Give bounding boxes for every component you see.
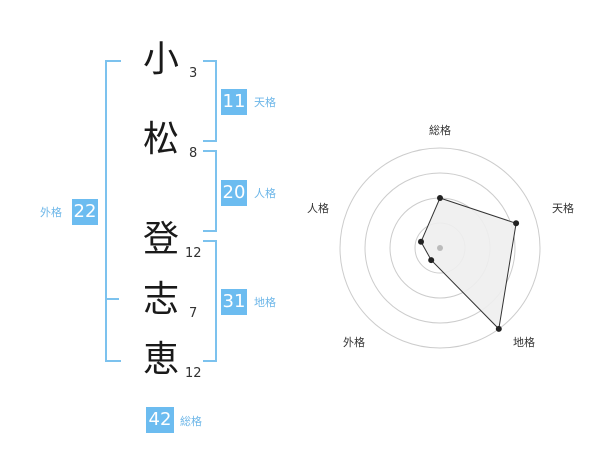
- radar-point-2: [513, 220, 520, 227]
- name-char-2: 松: [142, 119, 179, 160]
- radar-center-dot: [437, 245, 443, 251]
- soukaku-badge: 42: [146, 407, 174, 433]
- chikaku-label: 地格: [254, 296, 276, 309]
- jinkaku-badge: 20: [221, 180, 247, 206]
- chikaku-bracket: [203, 240, 217, 362]
- jinkaku-label: 人格: [254, 187, 276, 200]
- radar-ring-3: [364, 172, 516, 324]
- radar-area: [420, 197, 517, 330]
- radar-points: [418, 195, 520, 332]
- gaikaku-bracket: [105, 60, 121, 362]
- stroke-count-2: 8: [189, 146, 198, 161]
- soukaku-label: 総格: [180, 415, 202, 428]
- axis-label-gaikaku: 外格: [343, 335, 365, 349]
- tenkaku-label: 天格: [254, 96, 276, 109]
- radar-point-3: [495, 325, 502, 332]
- jinkaku-bracket: [203, 150, 217, 232]
- axis-label-tenkaku: 天格: [552, 201, 574, 215]
- stroke-count-5: 12: [185, 366, 202, 381]
- chikaku-badge: 31: [221, 289, 247, 315]
- axis-label-jinkaku: 人格: [307, 201, 329, 215]
- radar-ring-4: [339, 147, 541, 349]
- radar-point-5: [418, 238, 424, 245]
- radar-point-4: [428, 257, 435, 264]
- stroke-count-1: 3: [189, 66, 198, 81]
- gaikaku-bracket-split: [105, 298, 119, 300]
- stroke-count-4: 7: [189, 306, 198, 321]
- axis-label-chikaku: 地格: [513, 335, 535, 349]
- stroke-count-3: 12: [185, 246, 202, 261]
- name-char-4: 志: [142, 279, 179, 320]
- gaikaku-badge: 22: [72, 199, 98, 225]
- radar-point-1: [437, 195, 443, 201]
- axis-label-soukaku: 総格: [429, 123, 451, 137]
- name-char-3: 登: [142, 219, 179, 260]
- tenkaku-bracket: [203, 60, 217, 142]
- tenkaku-badge: 11: [221, 89, 247, 115]
- name-char-1: 小: [142, 39, 179, 80]
- gaikaku-label: 外格: [40, 206, 62, 219]
- name-char-5: 恵: [142, 339, 179, 380]
